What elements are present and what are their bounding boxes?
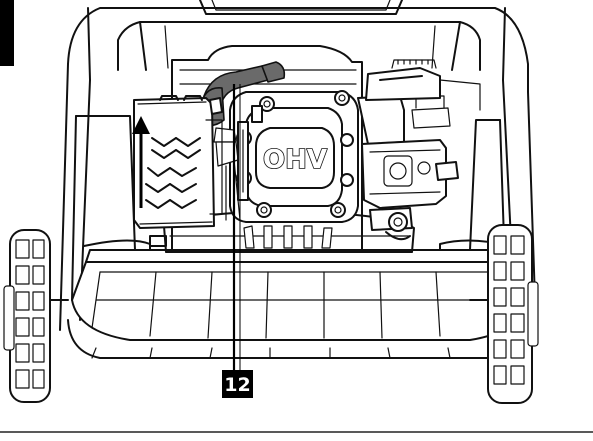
air-filter: [133, 95, 223, 229]
callout-leader: [232, 84, 241, 370]
callout-number: 12: [224, 374, 250, 396]
wheel-left: [3, 229, 69, 403]
carburettor: [357, 59, 481, 241]
ohv-badge: OHV: [263, 145, 327, 175]
cylinder-head: OHV: [229, 90, 359, 223]
callout-badge: 12: [222, 370, 253, 398]
wheel-right: [469, 224, 539, 404]
page-tab: [0, 0, 14, 66]
arrow-up-icon: [132, 116, 150, 208]
